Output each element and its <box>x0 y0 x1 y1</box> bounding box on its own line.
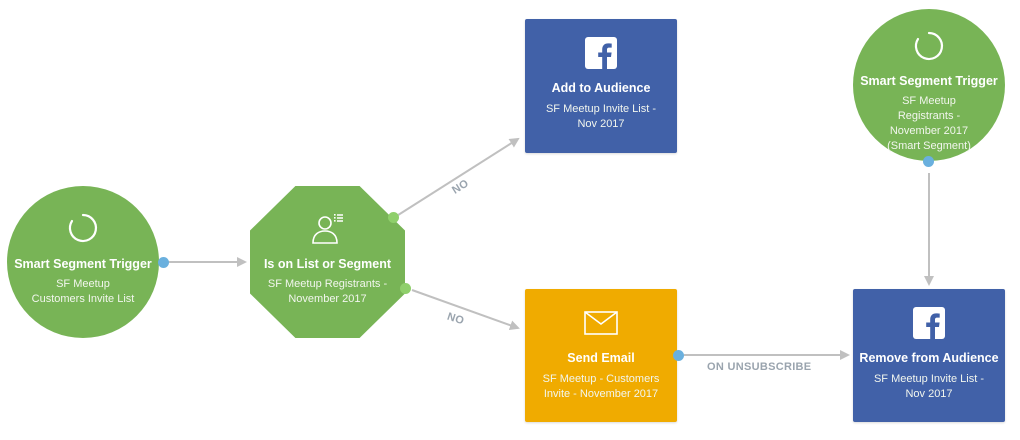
node-title: Is on List or Segment <box>263 257 392 271</box>
node-subtitle: SF Meetup Invite List - Nov 2017 <box>545 103 657 130</box>
spinner-circle-icon <box>68 213 98 243</box>
node-title: Remove from Audience <box>859 351 999 365</box>
node-title: Add to Audience <box>551 81 651 95</box>
smart-segment-trigger-2-node[interactable]: Smart Segment Trigger SF Meetup Registra… <box>853 9 1005 161</box>
spinner-circle-icon <box>914 31 944 61</box>
node-title: Smart Segment Trigger <box>14 257 152 271</box>
connector-no-lower <box>411 289 520 331</box>
node-subtitle: SF Meetup Registrants - November 2017 <box>267 278 388 305</box>
node-subtitle: SF Meetup Registrants - November 2017 (S… <box>887 95 971 152</box>
output-port[interactable] <box>158 257 169 268</box>
send-email-node[interactable]: Send Email SF Meetup - Customers Invite … <box>525 289 677 422</box>
node-title: Send Email <box>567 351 635 365</box>
facebook-icon <box>913 307 945 339</box>
add-to-audience-node[interactable]: Add to Audience SF Meetup Invite List - … <box>525 19 677 153</box>
output-port[interactable] <box>923 156 934 167</box>
edge-label-on-unsubscribe: ON UNSUBSCRIBE <box>707 361 812 373</box>
smart-segment-trigger-node[interactable]: Smart Segment Trigger SF Meetup Customer… <box>7 186 159 338</box>
facebook-icon <box>585 37 617 69</box>
node-title: Smart Segment Trigger <box>860 74 998 88</box>
connector-no-upper <box>394 137 520 218</box>
output-port-no-upper[interactable] <box>388 212 399 223</box>
envelope-icon <box>584 311 618 335</box>
node-subtitle: SF Meetup - Customers Invite - November … <box>542 373 660 400</box>
output-port-no-lower[interactable] <box>400 283 411 294</box>
is-on-list-condition-node[interactable]: Is on List or Segment SF Meetup Registra… <box>250 186 405 338</box>
node-subtitle: SF Meetup Customers Invite List <box>31 278 135 305</box>
remove-from-audience-node[interactable]: Remove from Audience SF Meetup Invite Li… <box>853 289 1005 422</box>
output-port-unsubscribe[interactable] <box>673 350 684 361</box>
node-subtitle: SF Meetup Invite List - Nov 2017 <box>873 373 985 400</box>
user-list-icon <box>311 214 343 244</box>
